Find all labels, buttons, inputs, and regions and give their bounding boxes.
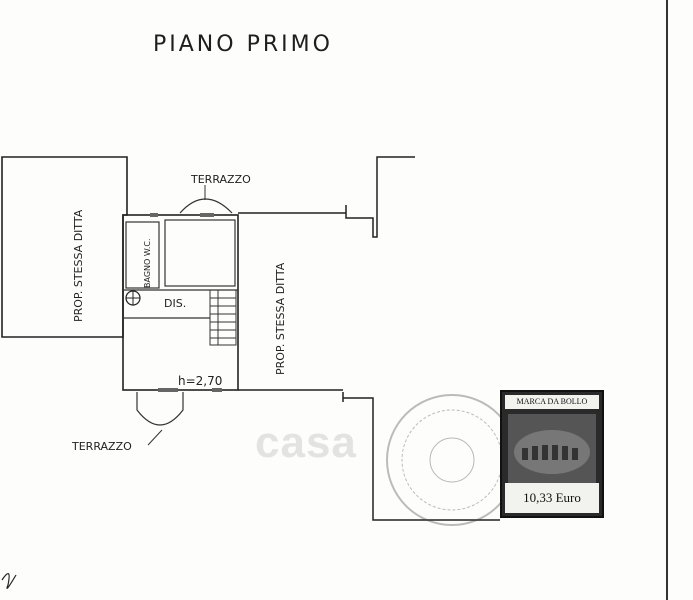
right-wall-step: [345, 156, 415, 238]
bathroom-label: BAGNO W.C.: [143, 238, 152, 288]
right-property-label: PROP. STESSA DITTA: [274, 262, 287, 375]
left-property-label: PROP. STESSA DITTA: [72, 209, 85, 322]
ceiling-height-label: h=2,70: [178, 374, 222, 388]
staircase: [209, 289, 237, 346]
terrace-top-label: TERRAZZO: [190, 173, 251, 186]
stamp-value: 10,33 Euro: [505, 483, 599, 513]
bottom-right-wall: [342, 392, 500, 521]
terrace-top: [179, 198, 233, 214]
official-seal: [386, 394, 518, 526]
left-property-outline: [1, 156, 128, 338]
terrace-bottom-leader: [147, 429, 163, 446]
terrace-bottom-label: TERRAZZO: [71, 440, 132, 453]
revenue-stamp: MARCA DA BOLLO 10,33 Euro: [500, 390, 604, 518]
colosseum-image: [508, 414, 596, 484]
page-title: PIANO PRIMO: [153, 32, 333, 57]
signature-mark: [1, 573, 17, 589]
apartment-outline: [122, 214, 239, 391]
window-marks: [150, 213, 222, 392]
stamp-header: MARCA DA BOLLO: [505, 395, 599, 409]
disimpegno-label: DIS.: [164, 297, 186, 310]
ventilation-fan-symbol: [125, 290, 141, 306]
room-top: [164, 219, 236, 287]
bathroom-room: [125, 221, 160, 289]
terrace-bottom: [136, 392, 184, 426]
watermark: casa: [255, 418, 357, 467]
